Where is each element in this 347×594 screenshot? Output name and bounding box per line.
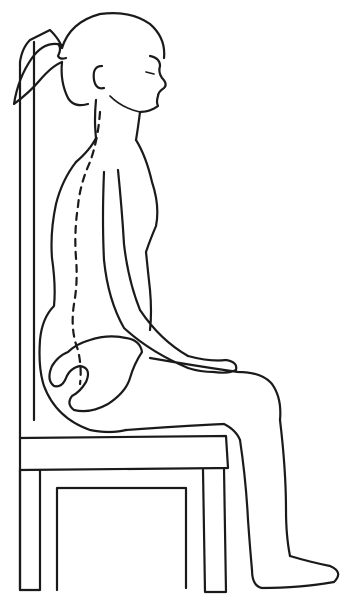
chair-front-leg bbox=[203, 468, 226, 592]
chair bbox=[20, 30, 228, 592]
back-contour bbox=[40, 162, 127, 432]
head bbox=[94, 56, 166, 112]
pelvis-outline bbox=[49, 336, 142, 411]
face-profile bbox=[140, 56, 166, 112]
ear bbox=[94, 66, 104, 88]
shin-front bbox=[280, 420, 290, 556]
chest-contour bbox=[136, 140, 157, 330]
hair-outline bbox=[62, 13, 164, 58]
upper-arm-inner bbox=[103, 172, 188, 368]
torso bbox=[40, 140, 237, 432]
pelvis bbox=[49, 336, 142, 411]
chair-seat bbox=[20, 436, 228, 470]
foot bbox=[252, 556, 338, 588]
hair bbox=[14, 13, 164, 105]
eye bbox=[146, 72, 154, 74]
hair-back bbox=[62, 62, 88, 105]
chair-stretcher bbox=[57, 488, 186, 590]
thigh-top bbox=[150, 358, 280, 420]
neck-front bbox=[136, 112, 140, 140]
shin-back bbox=[240, 440, 252, 570]
chair-rear-leg bbox=[20, 470, 40, 590]
upper-arm bbox=[118, 170, 188, 356]
legs bbox=[126, 358, 338, 588]
jaw-line bbox=[110, 96, 140, 112]
